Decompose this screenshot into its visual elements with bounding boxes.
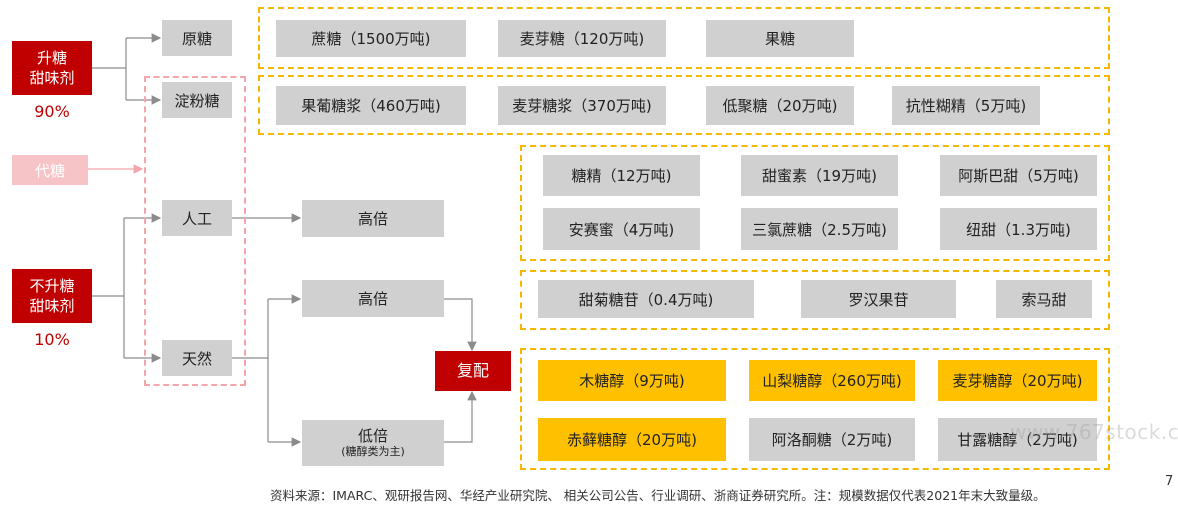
starch-item: 果葡糖浆（460万吨)	[276, 86, 466, 125]
polyol-item: 阿洛酮糖（2万吨)	[749, 418, 915, 461]
nonsugar-percent: 10%	[34, 330, 70, 349]
natural-low-box: 低倍 (糖醇类为主)	[302, 420, 444, 466]
polyol-item: 麦芽糖醇（20万吨)	[938, 360, 1097, 401]
group-polyols-frame	[520, 348, 1110, 470]
sugar-sweetener-line2: 甜味剂	[29, 69, 75, 87]
group-artificial-frame	[520, 145, 1110, 261]
artificial-item: 甜蜜素（19万吨)	[741, 155, 898, 196]
polyol-item: 赤藓糖醇（20万吨)	[538, 418, 726, 461]
substitute-group-frame	[144, 76, 246, 386]
natural-low-label: 低倍	[357, 427, 388, 445]
starch-item: 低聚糖（20万吨)	[706, 86, 854, 125]
group-raw-frame	[258, 7, 1110, 69]
category-natural: 天然	[162, 340, 232, 376]
polyol-item: 木糖醇（9万吨)	[538, 360, 726, 401]
artificial-high-box: 高倍	[302, 200, 444, 237]
artificial-item: 糖精（12万吨)	[543, 155, 700, 196]
blend-box: 复配	[435, 351, 511, 391]
artificial-item: 三氯蔗糖（2.5万吨)	[741, 208, 898, 250]
category-raw-sugar: 原糖	[162, 20, 232, 56]
source-footnote: 资料来源：IMARC、观研报告网、华经产业研究院、 相关公司公告、行业调研、浙商…	[270, 488, 1046, 503]
artificial-item: 阿斯巴甜（5万吨)	[940, 155, 1097, 196]
substitute-box: 代糖	[12, 155, 88, 185]
artificial-item: 安赛蜜（4万吨)	[543, 208, 700, 250]
artificial-item: 纽甜（1.3万吨)	[940, 208, 1097, 250]
natural-high-item: 索马甜	[996, 280, 1092, 318]
nonsugar-sweetener-line1: 不升糖	[29, 277, 75, 295]
natural-high-item: 甜菊糖苷（0.4万吨)	[538, 280, 754, 318]
natural-high-box: 高倍	[302, 280, 444, 317]
starch-item: 麦芽糖浆（370万吨)	[498, 86, 666, 125]
page-number: 7	[1165, 474, 1174, 489]
natural-low-note: (糖醇类为主)	[341, 445, 405, 458]
raw-item: 麦芽糖（120万吨)	[498, 20, 666, 57]
sugar-sweetener-line1: 升糖	[36, 49, 67, 67]
nonsugar-sweetener-box: 不升糖 甜味剂	[12, 269, 92, 323]
group-starch-frame	[258, 75, 1110, 135]
group-natural-high-frame	[520, 270, 1110, 330]
raw-item: 果糖	[706, 20, 854, 57]
sugar-percent: 90%	[34, 102, 70, 121]
raw-item: 蔗糖（1500万吨)	[276, 20, 466, 57]
polyol-item: 甘露糖醇（2万吨)	[938, 418, 1097, 461]
watermark: www.767stock.com	[1010, 420, 1178, 444]
category-artificial: 人工	[162, 200, 232, 236]
sugar-sweetener-box: 升糖 甜味剂	[12, 41, 92, 95]
natural-high-item: 罗汉果苷	[801, 280, 956, 318]
polyol-item: 山梨糖醇（260万吨)	[749, 360, 915, 401]
category-starch-sugar: 淀粉糖	[162, 82, 232, 118]
nonsugar-sweetener-line2: 甜味剂	[29, 297, 75, 315]
starch-item: 抗性糊精（5万吨)	[892, 86, 1040, 125]
